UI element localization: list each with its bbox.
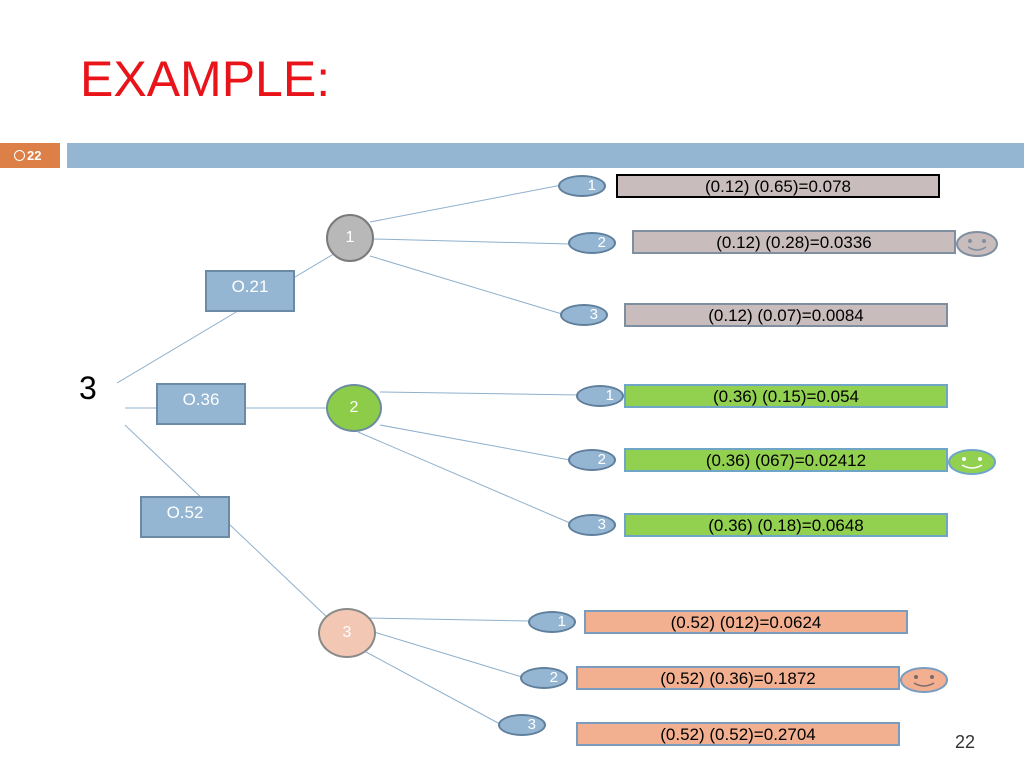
badge-number: 22	[27, 148, 42, 163]
edge-1-to-3	[369, 255, 563, 315]
smiley-face-icon	[948, 449, 996, 475]
smiley-face-icon	[956, 231, 998, 257]
slide-title: EXAMPLE:	[80, 51, 331, 107]
leaf-oval-1-3: 3	[560, 304, 608, 326]
leaf-oval-3-2: 2	[520, 667, 568, 689]
prob-box-1: O.21	[205, 270, 295, 312]
result-box-2-1: (0.36) (0.15)=0.054	[624, 384, 948, 408]
result-box-1-3: (0.12) (0.07)=0.0084	[624, 303, 948, 327]
prob-box-3: O.52	[140, 496, 230, 538]
result-box-3-3: (0.52) (0.52)=0.2704	[576, 722, 900, 746]
state-node-2: 2	[326, 384, 382, 432]
root-node-label: 3	[79, 370, 97, 406]
page-number: 22	[955, 732, 976, 752]
edge-root-to-1	[116, 251, 338, 384]
edge-1-to-2	[373, 238, 571, 245]
edge-3-to-2	[373, 631, 523, 678]
leaf-oval-2-2: 2	[568, 449, 616, 471]
leaf-oval-1-2: 2	[568, 232, 616, 254]
prob-box-2: O.36	[156, 383, 246, 425]
result-box-3-1: (0.52) (012)=0.0624	[584, 610, 908, 634]
result-box-2-2: (0.36) (067)=0.02412	[624, 448, 948, 472]
edge-3-to-3	[365, 651, 501, 725]
slide-number-badge: 22	[0, 143, 60, 168]
edge-1-to-1	[369, 184, 563, 223]
result-box-1-1: (0.12) (0.65)=0.078	[616, 174, 940, 198]
header-bar	[67, 143, 1024, 168]
state-node-1: 1	[326, 214, 374, 262]
edge-2-to-2	[379, 424, 571, 461]
result-box-1-2: (0.12) (0.28)=0.0336	[632, 230, 956, 254]
bullet-circle-icon	[14, 150, 25, 161]
leaf-oval-1-1: 1	[558, 175, 606, 197]
state-node-3: 3	[318, 608, 376, 658]
leaf-oval-3-3: 3	[498, 714, 546, 736]
leaf-oval-3-1: 1	[528, 611, 576, 633]
leaf-oval-2-3: 3	[568, 514, 616, 536]
edge-3-to-1	[367, 617, 531, 622]
result-box-3-2: (0.52) (0.36)=0.1872	[576, 666, 900, 690]
smiley-face-icon	[900, 667, 948, 693]
result-box-2-3: (0.36) (0.18)=0.0648	[624, 513, 948, 537]
edge-2-to-3	[357, 431, 571, 524]
leaf-oval-2-1: 1	[576, 385, 624, 407]
edge-2-to-1	[379, 391, 581, 396]
